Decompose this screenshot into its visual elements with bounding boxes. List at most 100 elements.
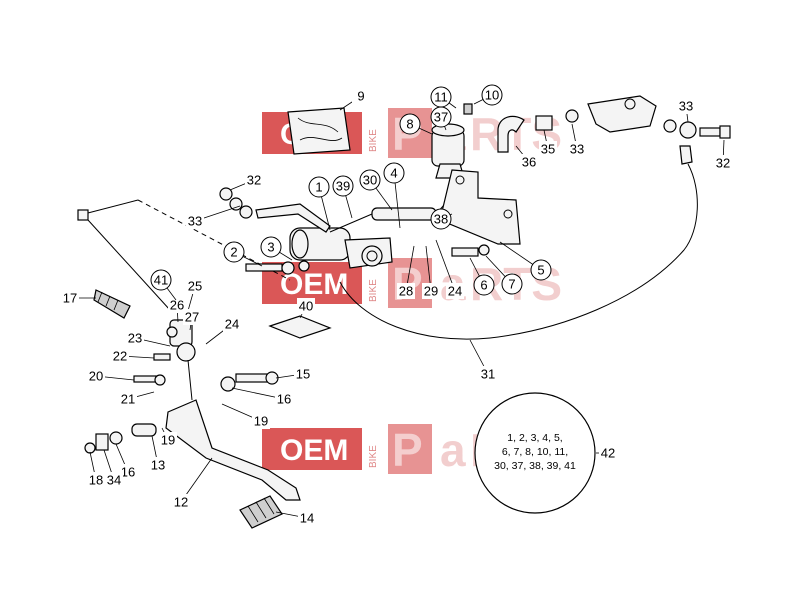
callout-number: 40 — [299, 299, 313, 314]
callout-number: 28 — [399, 284, 413, 299]
callout-c25: 25 — [185, 278, 204, 319]
callout-bg — [168, 297, 186, 313]
callout-bg — [677, 98, 695, 114]
callout-bg — [172, 494, 190, 510]
callout-circle — [430, 208, 452, 230]
callout-number: 23 — [128, 331, 142, 346]
nut-and-washer — [84, 431, 123, 454]
callout-c5: 5 — [499, 241, 552, 281]
callout-c40: 40 — [297, 298, 315, 319]
callout-c23: 23 — [126, 330, 171, 347]
callout-c3: 3 — [260, 236, 293, 261]
callout-number: 19 — [254, 414, 268, 429]
kit-callout-circle: 1, 2, 3, 4, 5, 6, 7, 8, 10, 11, 30, 37, … — [474, 392, 596, 514]
callout-number: 33 — [188, 214, 202, 229]
callout-number: 24 — [225, 317, 239, 332]
callout-c32b: 32 — [714, 139, 732, 171]
callout-c33a: 33 — [186, 205, 241, 229]
master-cylinder — [289, 227, 393, 269]
callout-circle — [501, 273, 523, 295]
callout-c16a: 16 — [231, 387, 293, 407]
callout-c8: 8 — [399, 113, 433, 135]
callout-number: 24 — [448, 284, 462, 299]
callout-number: 9 — [357, 89, 364, 104]
watermark-oem-text: OEM — [280, 434, 348, 467]
callout-c14: 14 — [275, 510, 316, 526]
callout-c27: 27 — [183, 309, 201, 331]
callout-c20: 20 — [87, 368, 135, 384]
callout-number: 39 — [336, 179, 350, 194]
callout-c18: 18 — [87, 451, 105, 488]
callout-bg — [149, 457, 167, 473]
leader-line — [435, 239, 456, 292]
callout-number: 33 — [679, 99, 693, 114]
callout-number: 17 — [63, 291, 77, 306]
callout-bg — [183, 309, 201, 325]
callout-c31: 31 — [469, 339, 497, 382]
callout-c12: 12 — [172, 457, 213, 510]
callout-number: 16 — [277, 392, 291, 407]
small-parts-bag — [268, 315, 332, 339]
callout-c37: 37 — [430, 106, 452, 131]
callout-number: 14 — [300, 511, 314, 526]
callout-c10: 10 — [473, 84, 503, 106]
callout-c26: 26 — [168, 297, 186, 323]
callout-number: 2 — [230, 245, 237, 260]
callout-c4: 4 — [383, 162, 405, 229]
push-rod-outline — [77, 199, 291, 311]
callout-number: 6 — [480, 278, 487, 293]
banjo-hose-left — [219, 187, 331, 233]
callout-c2: 2 — [223, 241, 263, 267]
callout-c11: 11 — [430, 86, 457, 109]
callout-c30: 30 — [359, 169, 393, 211]
brake-line — [339, 163, 698, 340]
callout-number: 32 — [716, 156, 730, 171]
callout-c7: 7 — [485, 255, 523, 295]
callout-number: 33 — [570, 142, 584, 157]
kit-note-line1: 1, 2, 3, 4, 5, — [507, 432, 562, 444]
bracket-bolt — [451, 244, 490, 257]
callout-bg — [352, 88, 370, 104]
callout-c9: 9 — [339, 88, 370, 111]
callout-number: 32 — [247, 173, 261, 188]
callout-c6: 6 — [469, 257, 495, 296]
watermark-bike-text: BIKE — [368, 445, 379, 468]
callout-bg — [186, 213, 204, 229]
callout-number: 5 — [537, 263, 544, 278]
callout-number: 30 — [363, 173, 377, 188]
callout-bg — [61, 290, 79, 306]
callout-bg — [298, 510, 316, 526]
brake-pedal-lever — [165, 359, 301, 501]
dust-boot — [93, 289, 131, 319]
watermark-bike-text: BIKE — [368, 129, 379, 152]
callout-bg — [119, 464, 137, 480]
callout-circle — [223, 241, 245, 263]
callout-number: 18 — [89, 473, 103, 488]
callout-bg — [275, 391, 293, 407]
callout-c24a: 24 — [205, 316, 241, 345]
callout-bg — [568, 141, 586, 157]
callout-number: 34 — [107, 473, 121, 488]
callout-circle — [383, 162, 405, 184]
callout-bg — [599, 445, 617, 461]
callout-circle — [150, 269, 172, 291]
pivot-bushing — [131, 423, 157, 437]
callout-number: 3 — [267, 240, 274, 255]
rear-master-outlet — [535, 95, 657, 133]
kit-note-line3: 30, 37, 38, 39, 41 — [494, 460, 576, 472]
callout-c24b: 24 — [435, 239, 464, 299]
pedal-rubber — [239, 495, 283, 529]
callout-bg — [479, 366, 497, 382]
callout-c41: 41 — [150, 269, 177, 301]
callout-number: 37 — [434, 110, 448, 125]
callout-bg — [520, 154, 538, 170]
callout-number: 1 — [315, 180, 322, 195]
callout-bg — [223, 316, 241, 332]
watermark-p-text: P — [392, 424, 423, 476]
callout-c42: 42 — [596, 445, 617, 461]
callout-circle — [308, 176, 330, 198]
gasket-kit-bag — [287, 107, 351, 155]
callout-number: 21 — [121, 392, 135, 407]
watermark-a-text: a — [440, 424, 466, 476]
